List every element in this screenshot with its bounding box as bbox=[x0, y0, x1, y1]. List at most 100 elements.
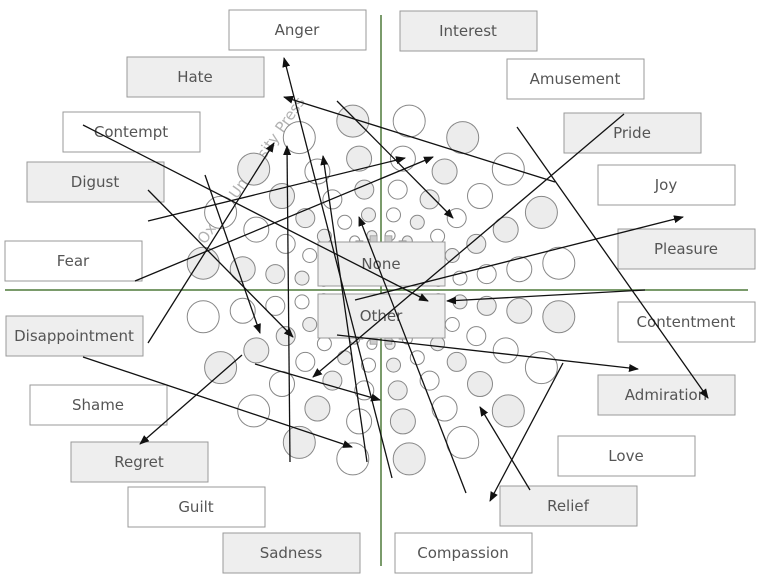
intensity-circle bbox=[282, 425, 316, 459]
label-contempt: Contempt bbox=[62, 111, 201, 153]
label-text-amusement: Amusement bbox=[530, 70, 621, 88]
intensity-circle bbox=[392, 442, 426, 476]
intensity-circle bbox=[295, 208, 316, 229]
intensity-circle bbox=[431, 158, 458, 185]
label-text-anger: Anger bbox=[275, 21, 321, 39]
intensity-circle bbox=[409, 214, 425, 230]
transition-arrow bbox=[147, 189, 294, 338]
intensity-circle bbox=[392, 104, 426, 138]
label-text-fear: Fear bbox=[57, 252, 90, 270]
intensity-circle bbox=[237, 394, 271, 428]
intensity-circle bbox=[337, 350, 353, 366]
transition-arrow bbox=[446, 289, 646, 305]
label-relief: Relief bbox=[499, 485, 638, 527]
intensity-circle bbox=[275, 233, 296, 254]
intensity-circle bbox=[282, 121, 316, 155]
intensity-circle bbox=[506, 256, 533, 283]
label-sadness: Sadness bbox=[222, 532, 361, 574]
label-pleasure: Pleasure bbox=[617, 228, 756, 270]
transition-arrow bbox=[479, 406, 531, 491]
intensity-circle bbox=[361, 357, 376, 373]
label-love: Love bbox=[557, 435, 696, 477]
intensity-circle bbox=[322, 370, 343, 391]
intensity-circle bbox=[430, 228, 446, 244]
intensity-circle bbox=[476, 264, 497, 285]
intensity-circle bbox=[265, 264, 286, 285]
intensity-circle bbox=[269, 371, 295, 397]
intensity-circle bbox=[265, 295, 286, 316]
intensity-circle bbox=[237, 152, 271, 186]
intensity-circle bbox=[467, 183, 493, 209]
transition-arrow bbox=[147, 142, 275, 344]
intensity-circles bbox=[186, 104, 576, 476]
intensity-circle bbox=[337, 214, 353, 230]
label-pride: Pride bbox=[563, 112, 702, 154]
intensity-circle bbox=[446, 121, 480, 155]
intensity-circle bbox=[444, 317, 460, 332]
label-text-contentment: Contentment bbox=[637, 313, 736, 331]
intensity-circle bbox=[409, 350, 425, 366]
intensity-circle bbox=[491, 394, 525, 428]
transition-arrow bbox=[254, 363, 381, 402]
label-interest: Interest bbox=[399, 10, 538, 52]
label-compassion: Compassion bbox=[394, 532, 533, 574]
intensity-circle bbox=[524, 195, 558, 229]
label-text-disappointment: Disappointment bbox=[14, 327, 134, 345]
label-anger: Anger bbox=[228, 9, 367, 51]
transition-arrow bbox=[283, 145, 292, 463]
intensity-circle bbox=[243, 337, 270, 364]
intensity-circle bbox=[316, 336, 332, 352]
transition-arrow bbox=[82, 124, 429, 302]
transition-arrow bbox=[516, 126, 709, 399]
intensity-circle bbox=[361, 207, 376, 223]
intensity-circle bbox=[467, 371, 493, 397]
label-text-relief: Relief bbox=[547, 497, 590, 515]
intensity-circle bbox=[295, 351, 316, 372]
transition-arrow bbox=[82, 356, 353, 448]
intensity-circle bbox=[204, 351, 238, 385]
intensity-circle bbox=[302, 317, 318, 332]
intensity-circle bbox=[354, 380, 375, 401]
intensity-circle bbox=[389, 408, 416, 435]
transition-arrow bbox=[139, 354, 243, 445]
intensity-circle bbox=[302, 248, 318, 263]
intensity-circle bbox=[346, 408, 373, 435]
transition-arrows bbox=[82, 57, 709, 502]
transition-arrow bbox=[358, 216, 467, 494]
intensity-circle bbox=[431, 395, 458, 422]
intensity-circle bbox=[506, 297, 533, 324]
intensity-circle bbox=[476, 295, 497, 316]
intensity-circle bbox=[336, 104, 370, 138]
transition-arrow bbox=[147, 156, 406, 222]
transition-arrow bbox=[336, 334, 639, 372]
label-guilt: Guilt bbox=[127, 486, 266, 528]
intensity-circle bbox=[346, 145, 373, 172]
intensity-circle bbox=[542, 300, 576, 334]
intensity-circle bbox=[492, 337, 519, 364]
intensity-circle bbox=[243, 216, 270, 243]
intensity-circle bbox=[387, 179, 408, 200]
label-amusement: Amusement bbox=[506, 58, 645, 100]
intensity-circle bbox=[466, 233, 487, 254]
intensity-circle bbox=[446, 208, 467, 229]
label-disappointment: Disappointment bbox=[5, 315, 144, 357]
intensity-circle bbox=[452, 294, 468, 310]
intensity-circle bbox=[419, 189, 440, 210]
transition-arrow bbox=[204, 174, 261, 334]
label-text-pleasure: Pleasure bbox=[654, 240, 718, 258]
transition-arrow bbox=[283, 95, 556, 183]
intensity-circle bbox=[294, 270, 310, 286]
intensity-circle bbox=[294, 294, 310, 310]
label-text-none: None bbox=[361, 255, 400, 273]
transition-arrow bbox=[312, 113, 625, 378]
label-text-interest: Interest bbox=[439, 22, 497, 40]
intensity-circle bbox=[386, 207, 401, 223]
intensity-circle bbox=[186, 246, 220, 280]
intensity-circle bbox=[542, 246, 576, 280]
transition-arrow bbox=[489, 362, 564, 502]
label-shame: Shame bbox=[29, 384, 168, 426]
intensity-circle bbox=[269, 183, 295, 209]
intensity-circle bbox=[430, 336, 446, 352]
intensity-circle bbox=[446, 351, 467, 372]
